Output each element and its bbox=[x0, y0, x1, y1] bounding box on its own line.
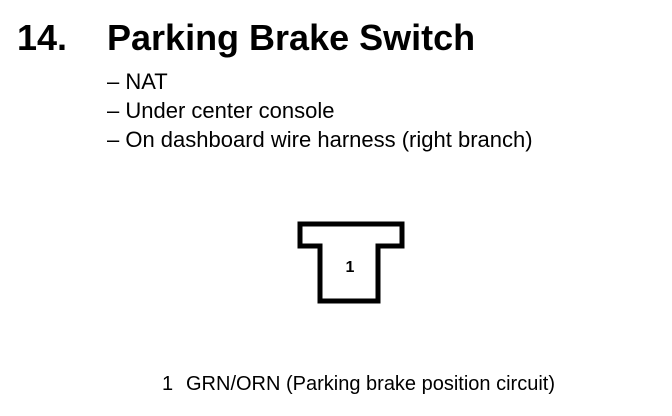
location-details: – NAT – Under center console – On dashbo… bbox=[107, 67, 533, 154]
pin-legend-row: 1 GRN/ORN (Parking brake position circuit… bbox=[162, 371, 555, 397]
pin-number: 1 bbox=[162, 373, 174, 395]
detail-model: – NAT bbox=[107, 69, 168, 94]
section-title: Parking Brake Switch bbox=[107, 17, 476, 58]
connector-diagram: 1 bbox=[297, 221, 405, 304]
section-number: 14. bbox=[17, 17, 68, 58]
detail-location: – Under center console bbox=[107, 98, 335, 123]
pin-description: GRN/ORN (Parking brake position circuit) bbox=[186, 373, 555, 395]
section-heading: 14. Parking Brake Switch bbox=[0, 14, 672, 62]
detail-harness: – On dashboard wire harness (right branc… bbox=[107, 127, 533, 152]
connector-pin-1-label: 1 bbox=[346, 259, 355, 276]
connector-outline bbox=[297, 221, 405, 304]
